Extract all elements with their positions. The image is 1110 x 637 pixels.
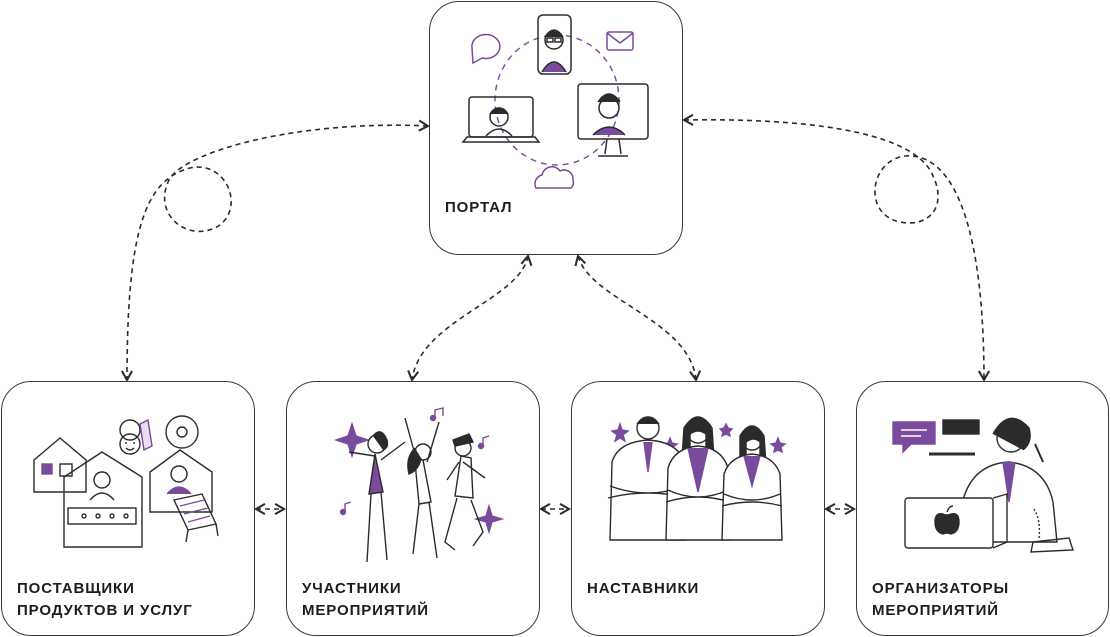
monitor-person-icon [577, 83, 649, 157]
apple-logo-icon [934, 505, 960, 535]
suppliers-label-line2: ПРОДУКТОВ И УСЛУГ [17, 602, 193, 619]
portal-illustration [461, 14, 649, 189]
mentors-card[interactable]: НАСТАВНИКИ [571, 381, 825, 636]
cloud-icon [534, 166, 575, 189]
arrow-portal-suppliers [120, 119, 431, 383]
mentors-illustration [607, 416, 787, 541]
arrow-portal-mentors [574, 254, 702, 383]
portal-card[interactable]: ПОРТАЛ [429, 1, 683, 255]
organizers-illustration [892, 417, 1074, 553]
suppliers-illustration [33, 415, 219, 548]
suppliers-card[interactable]: ПОСТАВЩИКИ ПРОДУКТОВ И УСЛУГ [1, 381, 255, 636]
chat-bubble-icon [471, 33, 501, 65]
participants-illustration [333, 407, 505, 563]
laptop-person-icon [461, 96, 541, 143]
mail-icon [606, 31, 634, 51]
participants-label-line1: УЧАСТНИКИ [302, 580, 402, 597]
organizers-label-line2: МЕРОПРИЯТИЙ [872, 602, 999, 619]
participants-card[interactable]: УЧАСТНИКИ МЕРОПРИЯТИЙ [286, 381, 540, 636]
portal-label: ПОРТАЛ [445, 199, 513, 216]
smartphone-person-icon [537, 14, 572, 75]
suppliers-label-line1: ПОСТАВЩИКИ [17, 580, 135, 597]
organizers-card[interactable]: ОРГАНИЗАТОРЫ МЕРОПРИЯТИЙ [856, 381, 1109, 636]
arrow-portal-organizers [681, 113, 991, 383]
arrow-portal-participants [407, 253, 533, 383]
mentors-label-line1: НАСТАВНИКИ [587, 580, 700, 597]
organizers-label-line1: ОРГАНИЗАТОРЫ [872, 580, 1010, 597]
participants-label-line2: МЕРОПРИЯТИЙ [302, 602, 429, 619]
